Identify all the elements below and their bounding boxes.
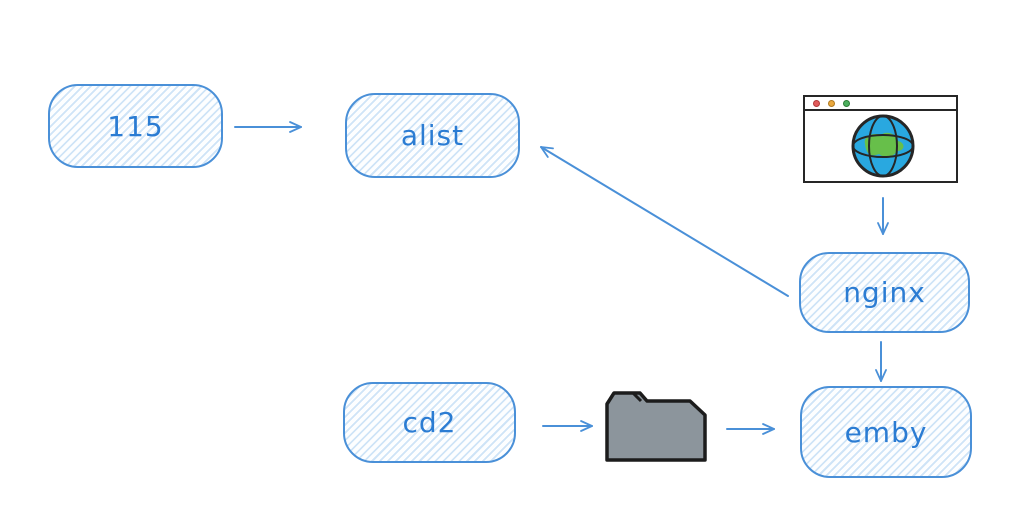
arrow-nginx-to-alist [540,146,789,297]
browser-dot-yellow-icon [828,99,835,107]
node-nginx: nginx [799,252,970,333]
browser-dot-red-icon [813,99,820,107]
node-emby-label: emby [844,415,928,449]
node-cd2: cd2 [343,382,516,463]
browser-window-icon [803,95,958,183]
folder-icon [605,391,707,462]
browser-titlebar [805,97,956,111]
node-alist: alist [345,93,520,178]
node-115-label: 115 [107,109,164,143]
globe-icon [851,114,915,178]
browser-dot-green-icon [843,99,850,107]
node-emby: emby [800,386,972,478]
node-nginx-label: nginx [843,276,926,309]
node-115: 115 [48,84,223,168]
node-cd2-label: cd2 [402,406,457,439]
node-alist-label: alist [400,119,465,152]
